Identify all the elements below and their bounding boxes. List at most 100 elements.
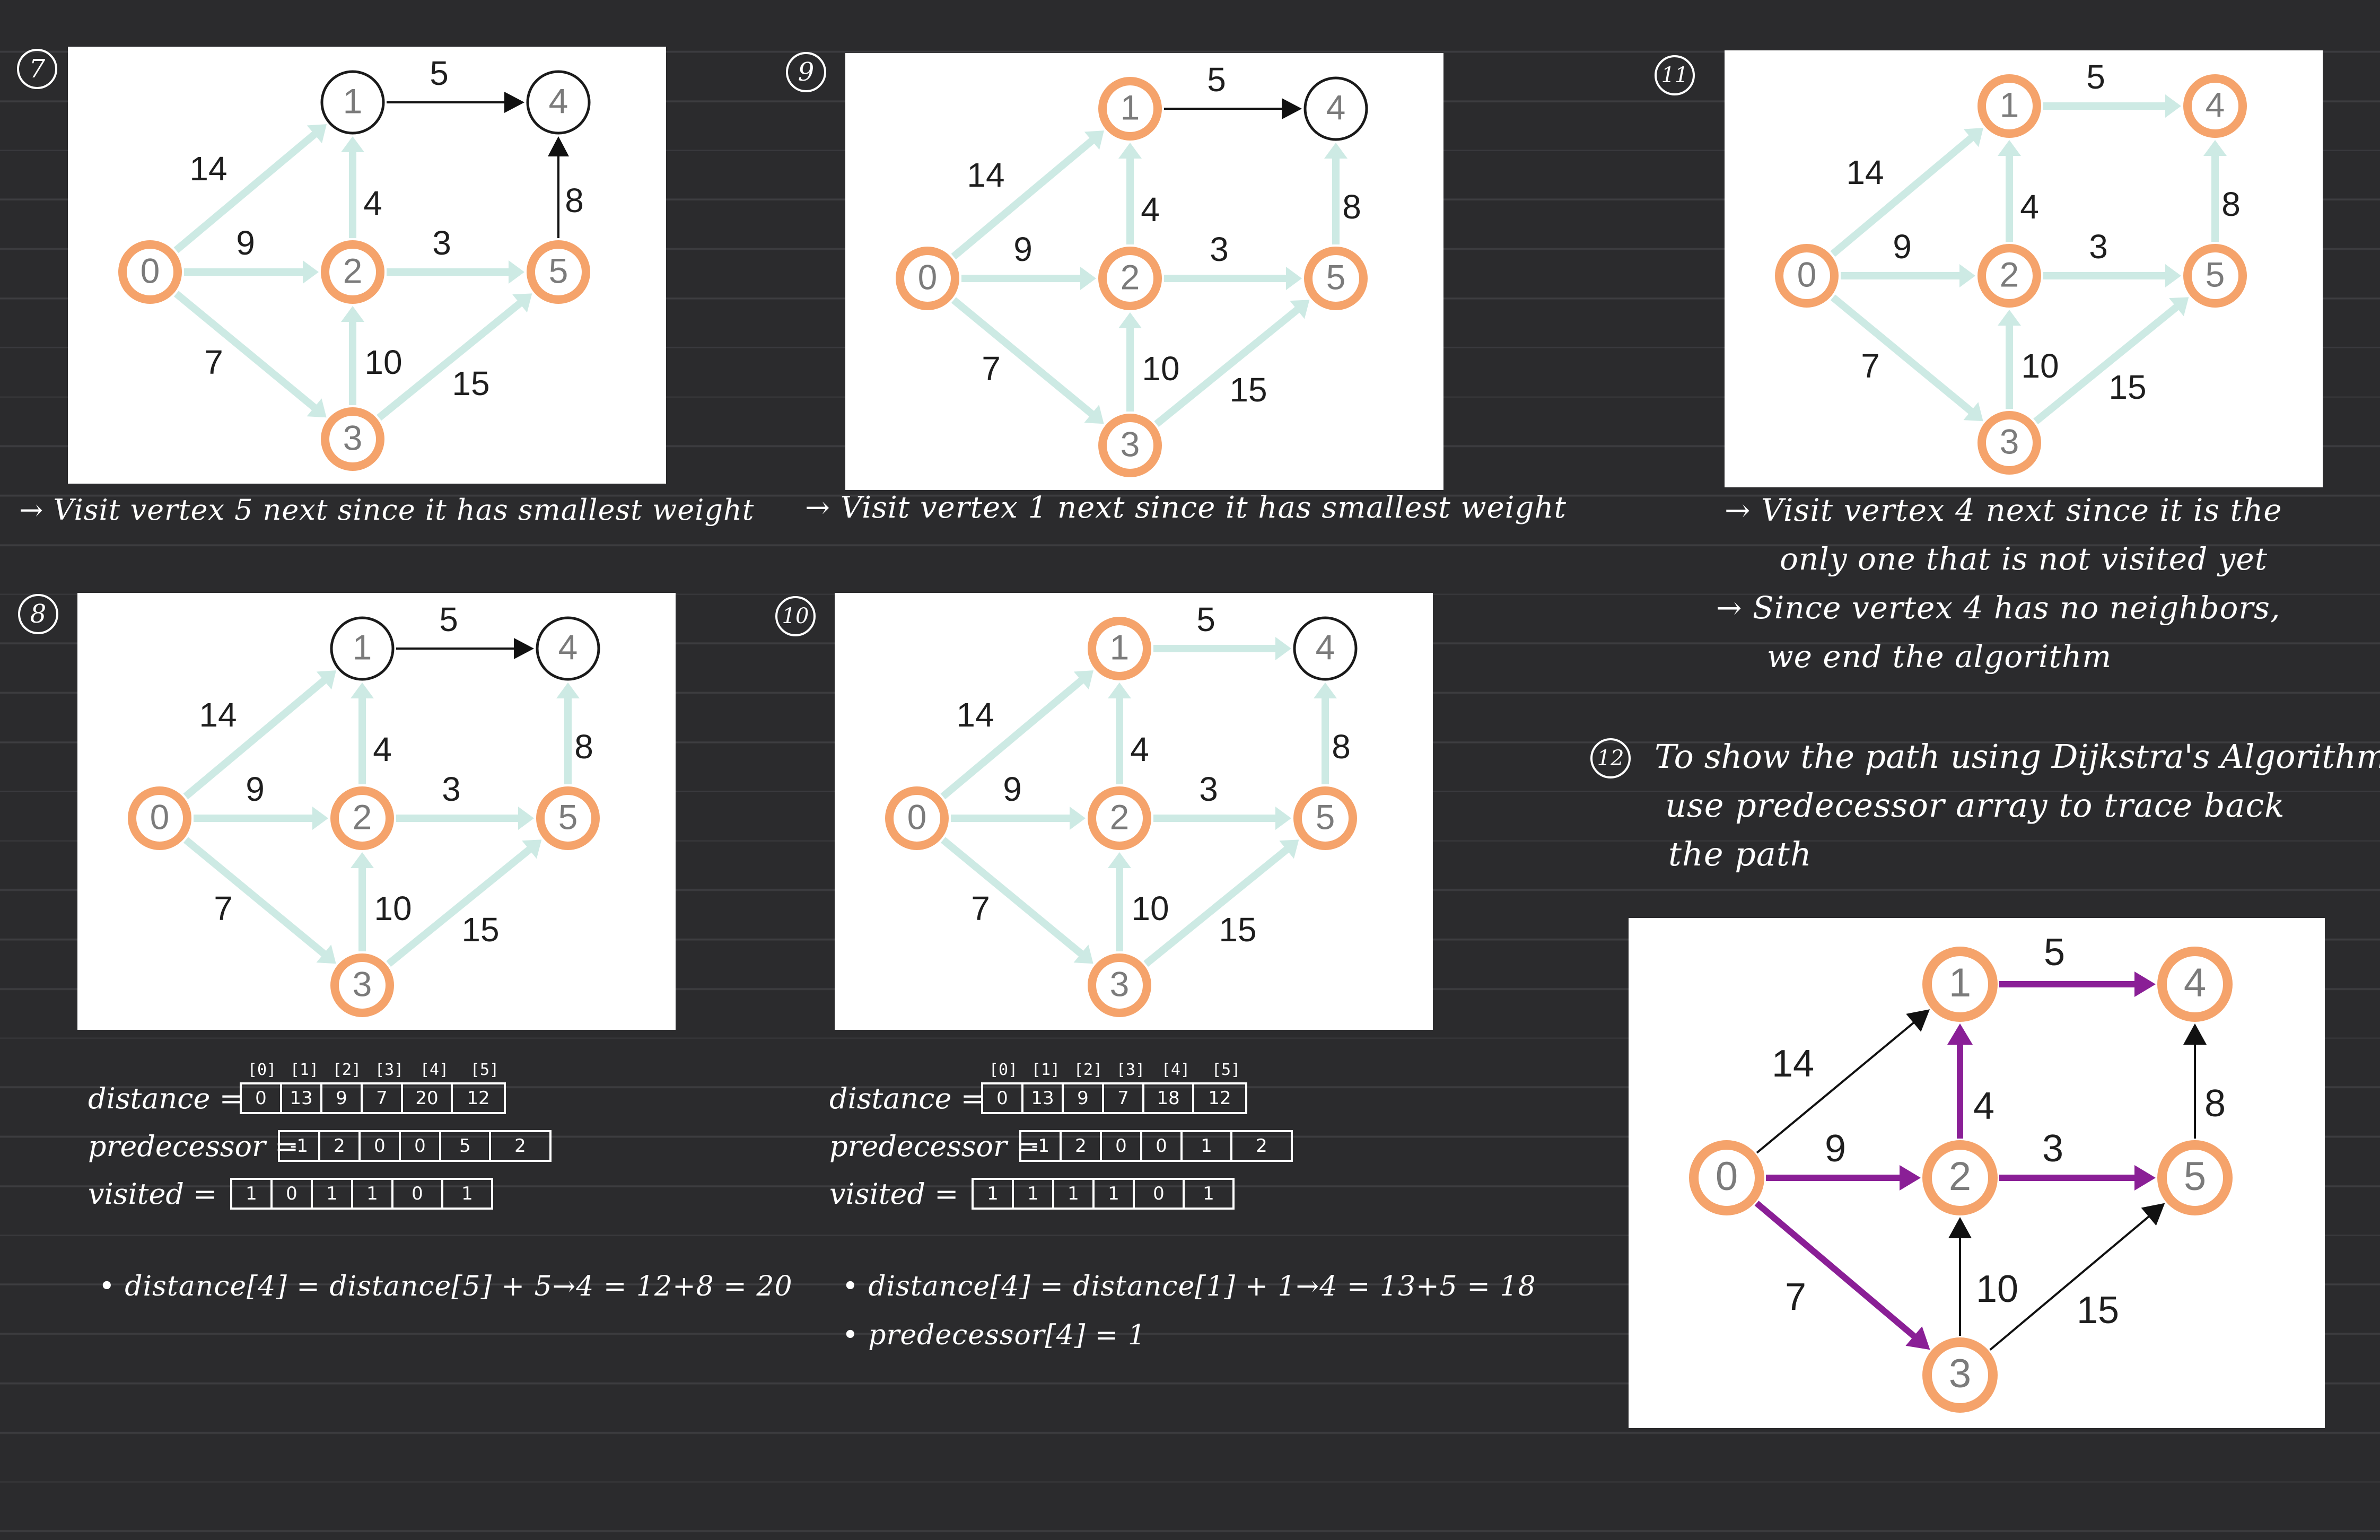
node-label: 3 (1121, 424, 1140, 463)
index-label: [0] (988, 1061, 1018, 1079)
distance-array: 0 13 9 7 20 12 (240, 1082, 506, 1114)
graph-edge (173, 291, 318, 411)
index-label: [1] (290, 1061, 319, 1079)
edge-arrowhead (351, 682, 374, 698)
node-label: 2 (353, 797, 372, 836)
graph-node: 5 (536, 786, 600, 850)
node-label: 0 (150, 797, 170, 836)
edge-arrowhead (1963, 128, 1983, 147)
edge-weight-label: 3 (2089, 228, 2108, 266)
edge-arrowhead (341, 306, 364, 322)
array-cell: 2 (514, 1135, 526, 1157)
graph-edge (1754, 1201, 1917, 1340)
edge-weight-label: 15 (1229, 371, 1267, 409)
note-step-12-line1: To show the path using Dijkstra's Algori… (1655, 737, 2380, 776)
edge-arrowhead (1080, 267, 1096, 290)
step-badge-10: 10 (775, 596, 816, 636)
distance-row: distance = 0 13 9 7 20 12 (88, 1081, 506, 1116)
node-label: 4 (2206, 85, 2225, 124)
array-cell: 1 (1183, 1132, 1232, 1160)
graph-node: 3 (330, 953, 394, 1017)
graph-node: 2 (1098, 247, 1162, 310)
arrays-step-8: [0] [1] [2] [3] [4] [5] distance = 0 13 … (88, 1061, 618, 1214)
note-step-11-line1: → Visit vertex 4 next since it is the (1725, 492, 2282, 528)
edge-arrowhead (316, 670, 336, 690)
edge-weight-label: 3 (1210, 230, 1229, 268)
node-label: 5 (1316, 797, 1335, 836)
edge-weight-label: 15 (2108, 368, 2146, 406)
note-step-11-line4: we end the algorithm (1767, 638, 2112, 675)
array-cell: 1 (313, 1180, 353, 1208)
edge-weight-label: 10 (364, 343, 402, 381)
edge-weight-label: 8 (565, 181, 584, 220)
edge-arrowhead (1073, 670, 1093, 690)
graph-node: 5 (527, 240, 590, 304)
index-label: [4] (1161, 1061, 1191, 1079)
edge-arrowhead (1275, 637, 1291, 660)
edge-arrowhead (1998, 140, 2021, 156)
predecessor-label: predecessor = (88, 1129, 299, 1163)
array-cell: 18 (1144, 1084, 1194, 1112)
edge-weight-label: 8 (2221, 185, 2241, 223)
edge-weight-label: 15 (2077, 1289, 2119, 1332)
edge-weight-label: 5 (439, 600, 458, 638)
graph-node: 4 (536, 616, 600, 681)
graph-edge (1143, 846, 1290, 967)
edge-weight-label: 8 (1332, 728, 1351, 766)
edge-arrowhead (2165, 94, 2181, 118)
edge-weight-label: 9 (246, 770, 265, 808)
node-label: 5 (2184, 1154, 2206, 1199)
graph-node: 0 (1689, 1140, 1764, 1215)
graph-node: 2 (321, 240, 384, 304)
array-cell: 2 (320, 1132, 361, 1160)
graph-node: 4 (2183, 74, 2247, 138)
array-cell: 0 (1102, 1132, 1142, 1160)
array-cell: 20 (403, 1084, 453, 1112)
edge-arrowhead (2134, 972, 2156, 997)
predecessor-array: -1 2 0 0 1 2 (1019, 1130, 1293, 1162)
node-label: 3 (343, 418, 363, 457)
visited-row: visited = 1 1 1 1 0 1 (829, 1176, 1235, 1211)
graph-node: 5 (2183, 244, 2247, 308)
arrays-step-10: [0] [1] [2] [3] [4] [5] distance = 0 13 … (829, 1061, 1360, 1214)
array-cell: 13 (1023, 1084, 1064, 1112)
graph-node: 1 (1098, 77, 1162, 141)
graph-node: 1 (1978, 74, 2041, 138)
edge-weight-label: 7 (214, 889, 233, 928)
array-cell: 1 (461, 1183, 473, 1204)
graph-edge (1989, 1215, 2150, 1351)
edge-arrowhead (2141, 1203, 2165, 1226)
note-step-11-line2: only one that is not visited yet (1780, 541, 2268, 577)
graph-edge (1830, 294, 1974, 415)
predecessor-label: predecessor = (829, 1129, 1040, 1163)
graph-edge (386, 846, 532, 967)
array-cell: -1 (1021, 1132, 1062, 1160)
array-cell: 1 (353, 1180, 393, 1208)
edge-weight-label: 10 (1142, 349, 1179, 388)
visited-array: 1 0 1 1 0 1 (230, 1178, 493, 1210)
node-label: 2 (2000, 255, 2019, 294)
edge-arrowhead (514, 638, 534, 659)
predecessor-array: -1 2 0 0 5 2 (278, 1130, 552, 1162)
edge-arrowhead (2169, 297, 2189, 317)
graph-node: 3 (1922, 1337, 1998, 1413)
node-label: 1 (1121, 88, 1140, 127)
distance-array: 0 13 9 7 18 12 (981, 1082, 1247, 1114)
edge-weight-label: 4 (373, 730, 392, 768)
visited-label: visited = (829, 1177, 959, 1211)
index-label: [5] (1211, 1061, 1241, 1079)
edge-arrowhead (1108, 682, 1131, 698)
edge-weight-label: 10 (1976, 1268, 2018, 1310)
edge-arrowhead (1118, 312, 1142, 328)
note-step-7: → Visit vertex 5 next since it has small… (19, 493, 755, 527)
edge-weight-label: 9 (236, 224, 255, 262)
edge-arrowhead (2203, 140, 2227, 156)
note-step-12-line3: the path (1668, 835, 1812, 873)
